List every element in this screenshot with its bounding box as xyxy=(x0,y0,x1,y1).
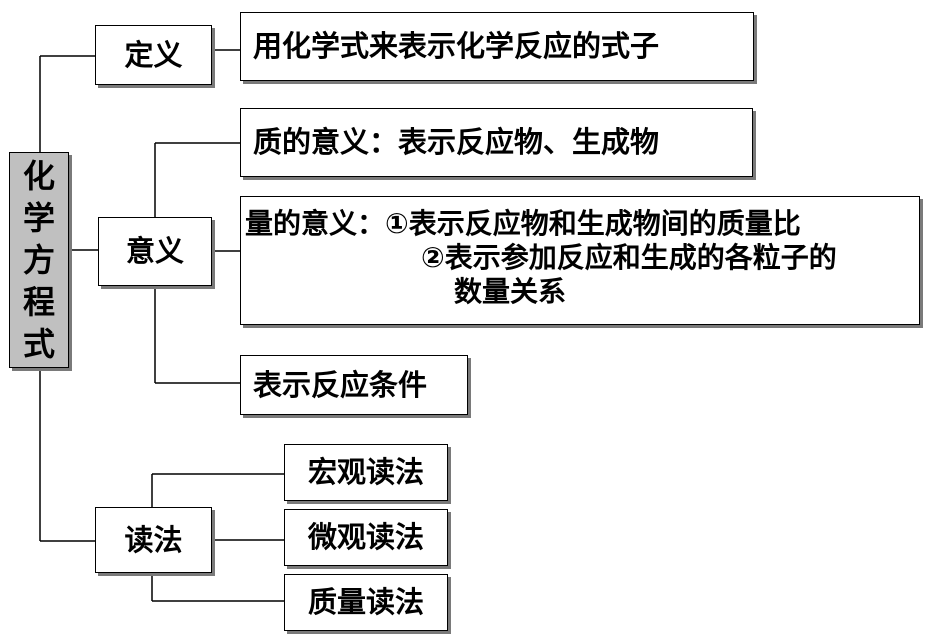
reading-node: 读法 xyxy=(95,507,212,573)
reading-label: 读法 xyxy=(124,522,183,557)
root-label-char: 化 xyxy=(22,157,55,195)
micro-reading-node: 微观读法 xyxy=(284,509,448,566)
qualitative-meaning-text: 质的意义：表示反应物、生成物 xyxy=(253,125,660,159)
quantitative-line-1: 量的意义：①表示反应物和生成物间的质量比 xyxy=(245,207,801,240)
definition-label: 定义 xyxy=(124,37,183,72)
definition-text-node: 用化学式来表示化学反应的式子 xyxy=(240,12,754,81)
condition-meaning-node: 表示反应条件 xyxy=(240,355,468,415)
root-label: 化学方程式 xyxy=(23,155,55,365)
condition-meaning-text: 表示反应条件 xyxy=(253,367,428,402)
quantitative-meaning-node: 量的意义：①表示反应物和生成物间的质量比 ②表示参加反应和生成的各粒子的 数量关… xyxy=(240,196,920,325)
quantitative-line-3: 数量关系 xyxy=(454,275,567,308)
mass-reading-node: 质量读法 xyxy=(284,574,448,631)
qualitative-meaning-node: 质的意义：表示反应物、生成物 xyxy=(240,108,753,177)
meaning-label: 意义 xyxy=(125,234,184,268)
definition-text: 用化学式来表示化学反应的式子 xyxy=(253,29,660,63)
root-node: 化学方程式 xyxy=(9,152,69,368)
macro-reading-text: 宏观读法 xyxy=(307,455,424,489)
root-label-char: 学 xyxy=(22,199,55,237)
quantitative-line-2: ②表示参加反应和生成的各粒子的 xyxy=(421,241,837,274)
root-label-char: 方 xyxy=(22,241,55,279)
micro-reading-text: 微观读法 xyxy=(307,520,424,554)
root-label-char: 程 xyxy=(22,283,55,321)
root-label-char: 式 xyxy=(22,325,55,363)
meaning-node: 意义 xyxy=(98,217,212,286)
macro-reading-node: 宏观读法 xyxy=(284,444,448,501)
mass-reading-text: 质量读法 xyxy=(307,585,424,619)
definition-node: 定义 xyxy=(95,25,212,85)
